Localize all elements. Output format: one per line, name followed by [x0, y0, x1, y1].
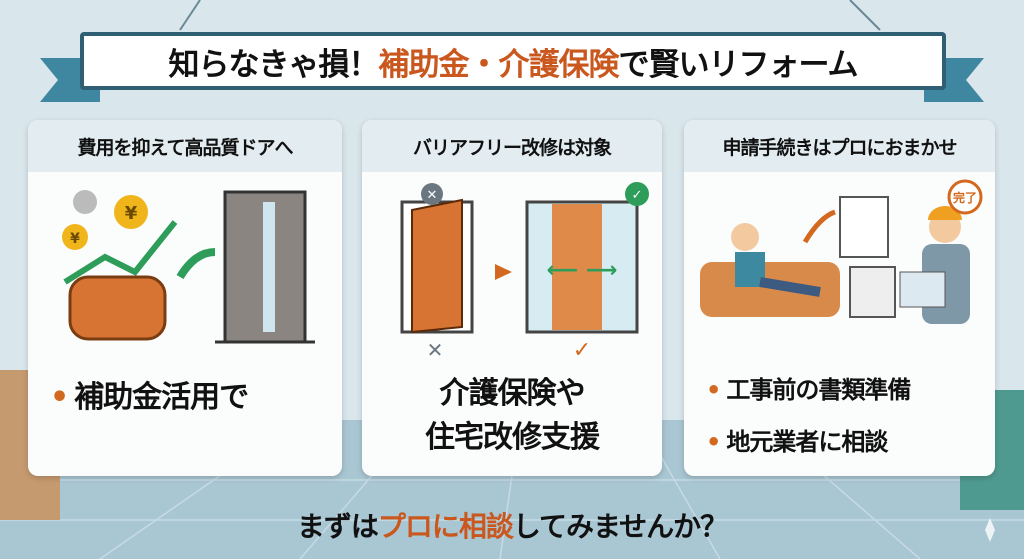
card-cost: 費用を抑えて高品質ドアへ ¥¥ •補助金活用で	[28, 120, 342, 476]
title-highlight: 補助金・介護保険	[378, 46, 619, 83]
arrow-right-icon	[495, 264, 512, 280]
subsidy-illustration: ¥¥	[62, 190, 315, 344]
card-heading: 申請手続きはプロにおまかせ	[684, 120, 995, 172]
svg-text:✕: ✕	[427, 188, 438, 203]
growth-arrow-icon	[63, 220, 178, 285]
worker-icon	[899, 206, 970, 324]
complete-stamp	[947, 179, 982, 215]
svg-text:⟵ ⟶: ⟵ ⟶	[547, 258, 618, 283]
svg-text:¥: ¥	[125, 203, 138, 224]
svg-text:✕: ✕	[427, 338, 444, 362]
title-banner: 知らなきゃ損！ 補助金・介護保険 で賢いリフォーム	[80, 32, 946, 90]
title-part1: 知らなきゃ損！	[168, 46, 379, 83]
card-barrier-free: バリアフリー改修は対象 ✕✕ ✓⟵ ⟶✓ 介護保険や 住宅改修支援	[362, 120, 662, 476]
cta-part2: してみませんか？	[512, 510, 728, 543]
svg-text:✓: ✓	[573, 338, 591, 362]
door-comparison-illustration: ✕✕ ✓⟵ ⟶✓	[400, 182, 649, 362]
card-heading: 費用を抑えて高品質ドアへ	[28, 120, 342, 172]
professional-illustration: 完了	[699, 179, 982, 324]
sliding-door-check-icon: ✓ ⟵ ⟶ ✓	[525, 182, 649, 362]
call-to-action: まずはプロに相談してみませんか？	[0, 505, 1024, 545]
title-part2: で賢いリフォーム	[618, 46, 858, 83]
hinged-door-cross-icon: ✕✕	[400, 183, 474, 362]
cta-part1: まずは	[296, 510, 379, 543]
stamp-label: 完了	[952, 190, 976, 205]
sliding-door-icon	[215, 190, 315, 344]
yen-coin-icon: ¥¥	[62, 190, 148, 250]
card-application: 申請手続きはプロにおまかせ 完了 •工事前の書類準備 •地元業者に相談	[684, 120, 995, 476]
body-line-2: 住宅改修支援	[425, 420, 600, 455]
card-heading: バリアフリー改修は対象	[362, 120, 662, 172]
documents-icon	[838, 196, 896, 318]
bullet-item: •補助金活用で	[50, 380, 249, 415]
bullet-item: •工事前の書類準備	[706, 376, 911, 404]
wallet-icon	[68, 275, 167, 341]
svg-text:✓: ✓	[632, 188, 643, 203]
svg-text:¥: ¥	[70, 231, 80, 247]
body-line-1: 介護保険や	[439, 376, 586, 411]
cta-highlight: プロに相談	[377, 510, 514, 543]
relaxing-person-icon	[699, 223, 840, 317]
bullet-item: •地元業者に相談	[706, 428, 888, 456]
